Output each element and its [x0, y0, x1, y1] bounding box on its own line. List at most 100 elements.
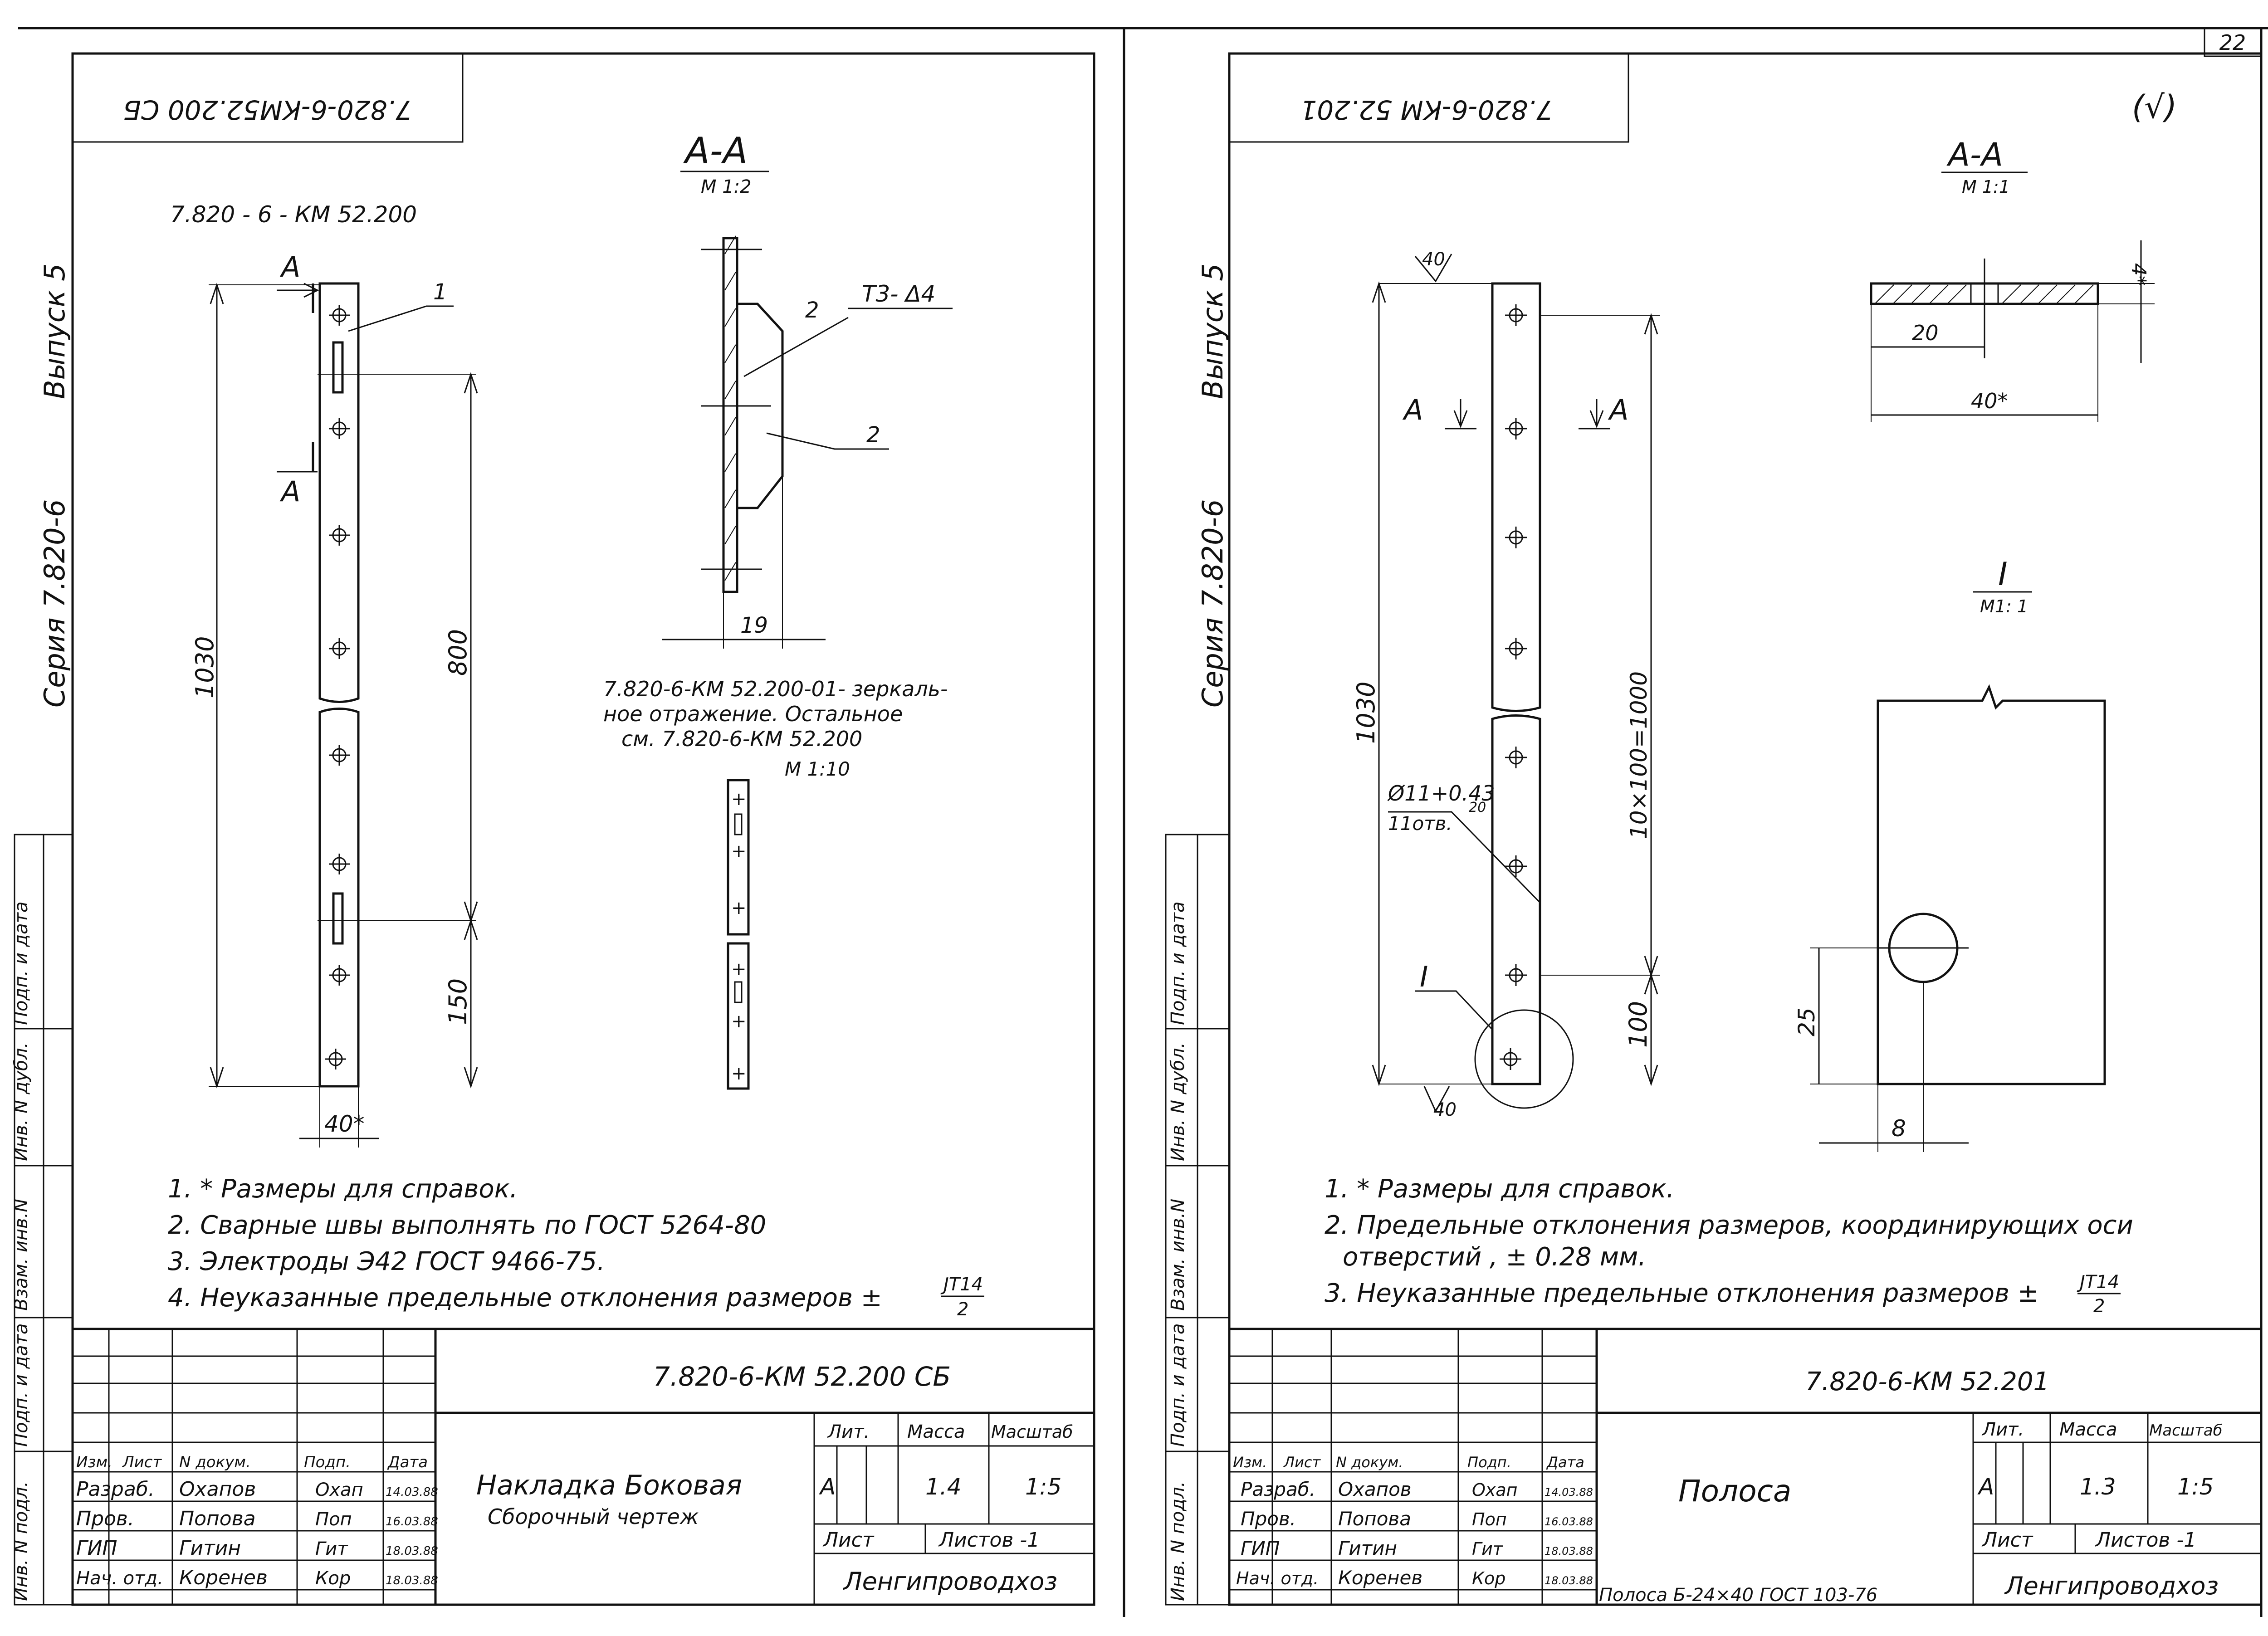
left-mark-a-bottom: А [279, 475, 300, 508]
right-tb-org: Ленгипроводхоз [2004, 1572, 2219, 1600]
right-stamp-box [1228, 53, 1629, 143]
right-tb-h4: Подп. [1467, 1454, 1511, 1471]
right-detail-view: 25 8 [1794, 684, 2106, 1152]
right-issue: Выпуск 5 [1196, 264, 1229, 399]
right-tb-r2-name: Попова [1338, 1508, 1411, 1530]
right-hole-dia: Ø11+0.43 [1387, 781, 1495, 806]
right-section-view: 20 40* 4* [1870, 240, 2155, 422]
left-weld-symbol: Т3- Δ4 [862, 281, 935, 307]
left-note-1: 1. * Размеры для справок. [168, 1174, 518, 1204]
right-tb-code: 7.820-6-КМ 52.201 [1805, 1367, 2049, 1397]
right-tb-mass-label: Масса [2059, 1419, 2117, 1440]
right-detail-mark: I [1420, 960, 1428, 993]
left-tb-r1-sign: Охап [315, 1480, 363, 1500]
left-tb-r4-sign: Кор [315, 1568, 351, 1589]
left-strip-2: Подп. и дата [11, 1323, 32, 1447]
right-strip-view [1379, 282, 1660, 1109]
left-tb-h1: Изм. [76, 1453, 112, 1471]
right-note-4: 3. Неуказанные предельные отклонения раз… [1325, 1279, 2039, 1308]
right-tb-sheet-label: Лист [1981, 1529, 2033, 1552]
left-tb-r4-name: Коренев [179, 1566, 268, 1589]
check-mark: (√) [2132, 88, 2177, 126]
right-tb-lit: А [1977, 1474, 1994, 1500]
left-tb-sheets-label: Листов -1 [938, 1529, 1040, 1552]
right-strip-2: Подп. и дата [1168, 1323, 1188, 1447]
left-tol-num: JT14 [940, 1274, 983, 1295]
left-issue: Выпуск 5 [38, 264, 71, 399]
right-series: 7.820-6 [1196, 499, 1229, 608]
right-detail-scale: М1: 1 [1980, 596, 2028, 616]
right-tb-sheets-label: Листов -1 [2095, 1529, 2196, 1552]
left-tb-r3-name: Гитин [179, 1537, 241, 1560]
left-tb-r3-role: ГИП [76, 1537, 117, 1560]
left-title-block [71, 1328, 1095, 1606]
left-strip-1: Инв. N подл. [11, 1481, 32, 1601]
right-tb-h1: Изм. [1233, 1454, 1267, 1471]
right-tb-scale: 1:5 [2177, 1474, 2214, 1500]
right-tb-material: Полоса Б-24×40 ГОСТ 103-76 [1599, 1585, 1877, 1606]
left-mark-a-top: А [279, 250, 300, 283]
left-strip-3: Взам. инв.N [11, 1199, 32, 1311]
right-tb-mass: 1.3 [2080, 1474, 2116, 1500]
right-dim-total: 1030 [1352, 281, 1386, 1086]
left-tb-r1-role: Разраб. [76, 1478, 155, 1501]
right-note-1: 1. * Размеры для справок. [1325, 1174, 1674, 1204]
right-mark-a-right: А [1608, 393, 1628, 426]
left-stamp-box [72, 53, 464, 143]
left-tb-h2: Лист [122, 1453, 162, 1471]
right-detail-label: I [1998, 556, 2008, 593]
left-tb-r3-date: 18.03.88 [386, 1544, 438, 1558]
left-dim-mid: 800 [444, 372, 478, 923]
right-tb-r3-name: Гитин [1338, 1537, 1397, 1559]
right-tb-title: Полоса [1678, 1474, 1791, 1509]
right-tb-r2-sign: Поп [1472, 1509, 1507, 1529]
right-tb-r3-role: ГИП [1241, 1537, 1280, 1559]
left-tb-r4-role: Нач. отд. [76, 1568, 163, 1589]
left-dim-total: 1030 [191, 283, 224, 1089]
left-series: 7.820-6 [38, 499, 71, 608]
right-tb-h5: Дата [1546, 1454, 1584, 1471]
left-mirror-note-3: см. 7.820-6-КМ 52.200 [621, 727, 862, 751]
right-tb-r3-date: 18.03.88 [1545, 1545, 1593, 1558]
right-dim-1030: 1030 [1352, 682, 1380, 744]
right-strip-3: Взам. инв.N [1168, 1199, 1188, 1311]
right-strip-4: Инв. N дубл. [1168, 1042, 1188, 1161]
left-tb-code: 7.820-6-КМ 52.200 СБ [653, 1361, 951, 1392]
right-dim-bottom: 100 [1624, 973, 1658, 1086]
left-sheet: 7.820-6-КМ52.200 СБ Серия 7.820-6 Выпуск… [11, 52, 1095, 1606]
left-tb-h3: N докум. [179, 1453, 251, 1471]
right-tol-num: JT14 [2077, 1272, 2119, 1293]
left-dim-1030: 1030 [191, 636, 219, 698]
left-tb-lit-label: Лит. [827, 1421, 870, 1442]
left-tb-mass: 1.4 [925, 1474, 962, 1500]
svg-text:+: + [731, 789, 747, 810]
right-det-dim-8: 8 [1892, 1115, 1906, 1142]
right-tb-h2: Лист [1283, 1454, 1321, 1471]
left-mirror-view: + + + + + + [727, 779, 750, 1090]
right-tb-r1-name: Охапов [1338, 1478, 1412, 1500]
left-note-3: 3. Электроды Э42 ГОСТ 9466-75. [168, 1247, 605, 1276]
svg-text:+: + [731, 1063, 747, 1084]
left-dim-150: 150 [444, 978, 472, 1025]
right-note-3: отверстий , ± 0.28 мм. [1343, 1242, 1646, 1272]
left-callout-2a: 2 [805, 298, 819, 323]
right-title-block [1228, 1328, 2263, 1606]
left-note-2: 2. Сварные швы выполнять по ГОСТ 5264-80 [168, 1211, 766, 1240]
left-tb-h4: Подп. [304, 1453, 351, 1471]
left-dim-bottom: 150 [444, 918, 478, 1089]
left-strip-view [209, 282, 476, 1088]
left-mirror-note-2: ное отражение. Остальное [603, 702, 903, 726]
right-det-dim-25: 25 [1794, 1007, 1820, 1036]
left-dim-width: 40* [299, 1086, 379, 1148]
right-sec-dim-20: 20 [1912, 321, 1939, 345]
left-section-view: 19 [662, 235, 826, 649]
left-tol-den: 2 [957, 1299, 968, 1320]
right-tb-r4-sign: Кор [1472, 1568, 1505, 1588]
left-note-4: 4. Неуказанные предельные отклонения раз… [168, 1283, 882, 1313]
right-tb-r1-date: 14.03.88 [1545, 1486, 1593, 1499]
right-tb-r4-role: Нач. отд. [1236, 1568, 1319, 1588]
right-sec-dim-40: 40* [1971, 389, 2008, 413]
svg-text:+: + [731, 1011, 747, 1032]
right-tb-r1-sign: Охап [1472, 1480, 1518, 1500]
left-tb-r3-sign: Гит [315, 1538, 348, 1559]
